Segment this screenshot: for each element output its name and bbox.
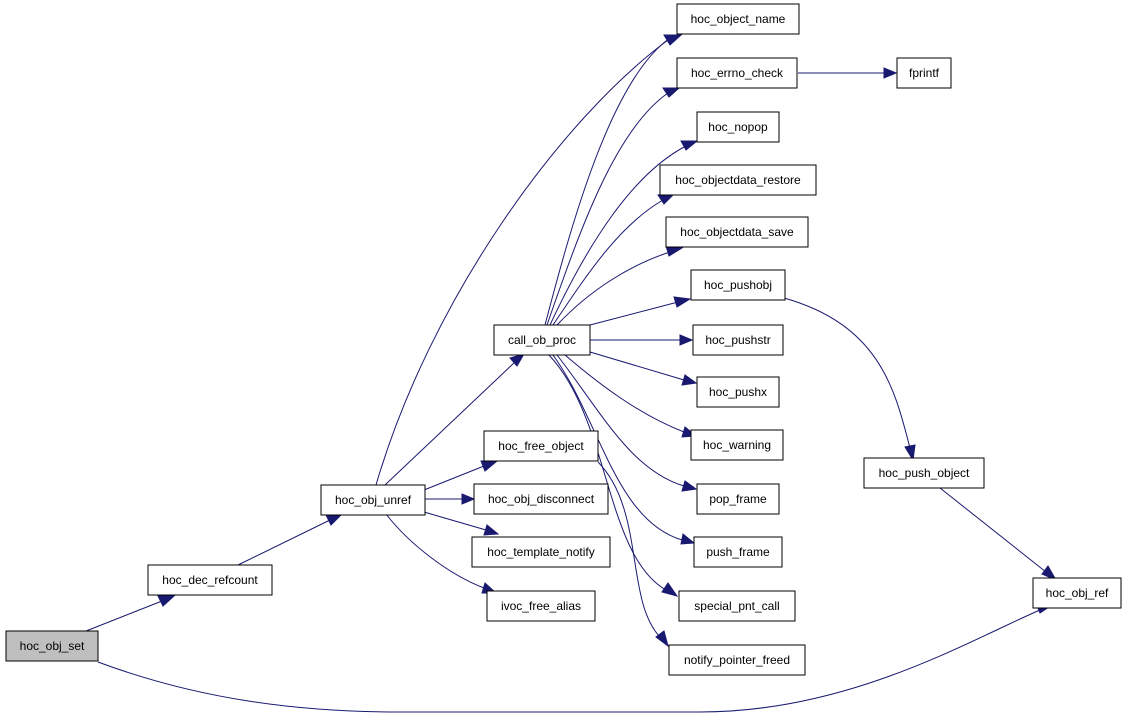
node-ivoc_free_alias[interactable]: ivoc_free_alias	[486, 590, 596, 622]
edge-call_ob_proc-to-hoc_objectdata_save	[556, 245, 684, 326]
node-fprintf[interactable]: fprintf	[896, 57, 952, 89]
node-hoc_nopop[interactable]: hoc_nopop	[696, 111, 780, 143]
node-label: hoc_object_name	[691, 12, 786, 26]
node-hoc_obj_set[interactable]: hoc_obj_set	[5, 630, 99, 662]
edge-hoc_errno_check-to-fprintf	[798, 67, 898, 79]
edge-hoc_free_object-to-notify_pointer_freed	[597, 461, 669, 648]
edge-hoc_obj_unref-to-call_ob_proc	[384, 353, 526, 486]
node-notify_pointer_freed[interactable]: notify_pointer_freed	[668, 644, 806, 676]
node-hoc_dec_refcount[interactable]: hoc_dec_refcount	[147, 564, 273, 596]
edge-hoc_obj_unref-to-hoc_free_object	[423, 460, 499, 491]
node-label: hoc_errno_check	[691, 66, 784, 80]
node-label: special_pnt_call	[694, 599, 779, 613]
node-hoc_obj_ref[interactable]: hoc_obj_ref	[1032, 577, 1122, 609]
node-hoc_pushstr[interactable]: hoc_pushstr	[692, 324, 784, 356]
node-hoc_push_object[interactable]: hoc_push_object	[863, 457, 985, 489]
node-call_ob_proc[interactable]: call_ob_proc	[493, 324, 591, 356]
node-label: hoc_obj_ref	[1046, 586, 1109, 600]
edge-call_ob_proc-to-hoc_pushobj	[589, 296, 692, 326]
node-hoc_template_notify[interactable]: hoc_template_notify	[471, 536, 611, 568]
node-hoc_errno_check[interactable]: hoc_errno_check	[676, 57, 798, 89]
edge-hoc_pushobj-to-hoc_push_object	[783, 297, 916, 462]
node-label: call_ob_proc	[508, 333, 576, 347]
edge-hoc_obj_unref-to-hoc_template_notify	[423, 511, 500, 536]
node-label: hoc_pushstr	[705, 333, 770, 347]
edges	[85, 34, 1058, 713]
node-label: hoc_obj_disconnect	[488, 492, 595, 506]
edge-hoc_dec_refcount-to-hoc_obj_unref	[237, 513, 344, 566]
node-label: hoc_warning	[703, 438, 771, 452]
edge-call_ob_proc-to-hoc_errno_check	[546, 87, 681, 326]
edge-call_ob_proc-to-hoc_pushx	[589, 351, 698, 386]
edge-call_ob_proc-to-hoc_warning	[564, 354, 698, 438]
node-label: push_frame	[706, 545, 770, 559]
edge-call_ob_proc-to-push_frame	[552, 354, 696, 545]
node-hoc_obj_disconnect[interactable]: hoc_obj_disconnect	[473, 483, 609, 515]
edge-call_ob_proc-to-pop_frame	[556, 354, 698, 492]
node-hoc_pushx[interactable]: hoc_pushx	[696, 376, 780, 408]
edge-call_ob_proc-to-hoc_pushstr	[590, 334, 694, 346]
edge-call_ob_proc-to-hoc_nopop	[549, 140, 699, 326]
edge-hoc_obj_unref-to-hoc_obj_disconnect	[424, 493, 476, 505]
node-special_pnt_call[interactable]: special_pnt_call	[678, 590, 796, 622]
edge-hoc_obj_set-to-hoc_dec_refcount	[85, 595, 176, 632]
node-label: fprintf	[909, 66, 940, 80]
node-label: hoc_pushobj	[704, 278, 772, 292]
node-label: hoc_dec_refcount	[162, 573, 258, 587]
node-label: hoc_objectdata_restore	[675, 173, 801, 187]
node-pop_frame[interactable]: pop_frame	[696, 483, 780, 515]
node-label: hoc_template_notify	[487, 545, 594, 559]
edge-call_ob_proc-to-hoc_object_name	[544, 37, 671, 326]
edge-hoc_obj_unref-to-hoc_object_name	[375, 34, 683, 486]
node-label: hoc_obj_set	[20, 639, 85, 653]
node-label: pop_frame	[709, 492, 767, 506]
node-hoc_objectdata_save[interactable]: hoc_objectdata_save	[665, 216, 809, 248]
node-label: ivoc_free_alias	[501, 599, 581, 613]
node-label: hoc_push_object	[879, 466, 970, 480]
edge-hoc_push_object-to-hoc_obj_ref	[939, 487, 1058, 582]
node-hoc_object_name[interactable]: hoc_object_name	[676, 3, 800, 35]
nodes: hoc_obj_set hoc_dec_refcount hoc_obj_unr…	[5, 3, 1122, 676]
node-hoc_free_object[interactable]: hoc_free_object	[483, 430, 599, 462]
node-push_frame[interactable]: push_frame	[693, 536, 783, 568]
node-hoc_obj_unref[interactable]: hoc_obj_unref	[320, 484, 426, 516]
node-label: notify_pointer_freed	[684, 653, 790, 667]
node-label: hoc_obj_unref	[335, 493, 412, 507]
node-label: hoc_pushx	[709, 385, 767, 399]
node-label: hoc_nopop	[708, 120, 768, 134]
node-hoc_objectdata_restore[interactable]: hoc_objectdata_restore	[659, 164, 817, 196]
node-hoc_warning[interactable]: hoc_warning	[690, 429, 784, 461]
node-label: hoc_objectdata_save	[680, 225, 794, 239]
node-label: hoc_free_object	[498, 439, 584, 453]
node-hoc_pushobj[interactable]: hoc_pushobj	[690, 269, 786, 301]
